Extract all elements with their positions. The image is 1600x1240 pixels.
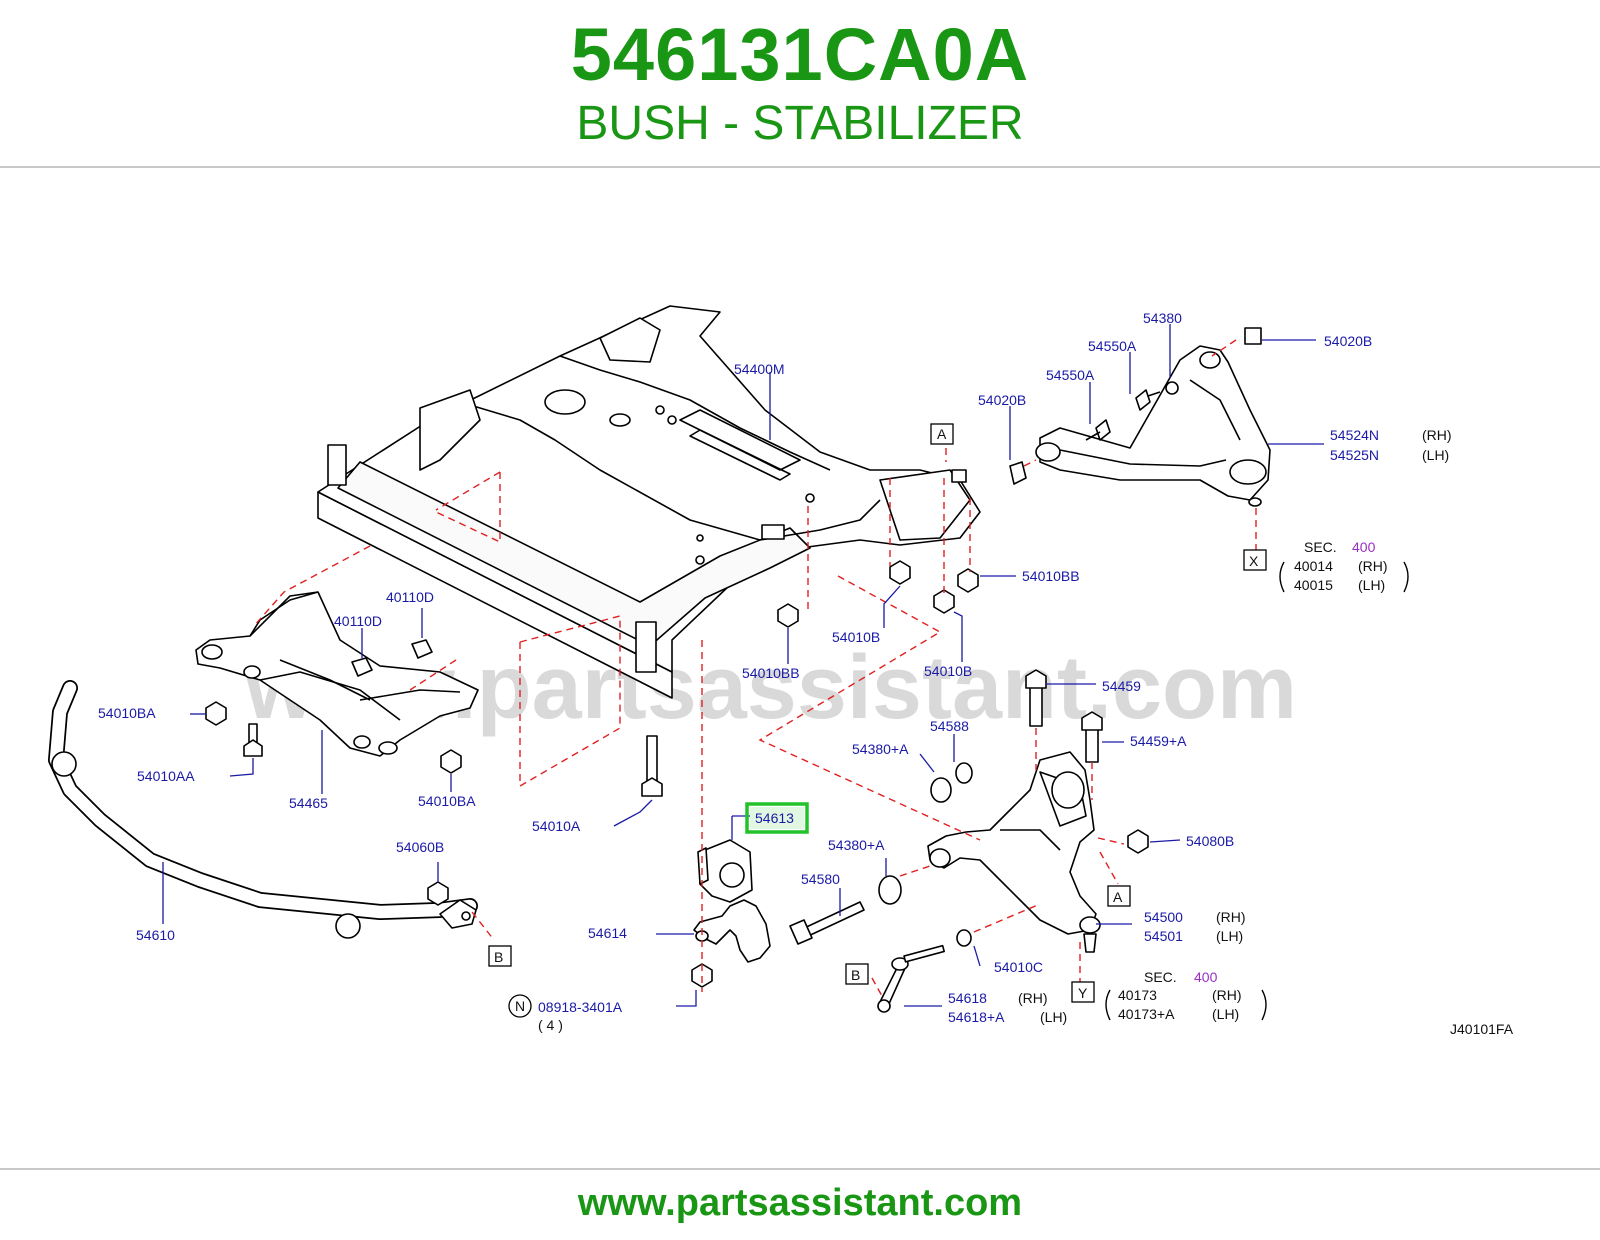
label-54500[interactable]: 54500 bbox=[1144, 909, 1183, 925]
label-40110D-1[interactable]: 40110D bbox=[386, 589, 434, 605]
label-sec-x-p1: 40014 bbox=[1294, 558, 1333, 574]
ref-box-a-bottom bbox=[1107, 885, 1131, 907]
label-54618A[interactable]: 54618+A bbox=[948, 1009, 1005, 1025]
label-sec-x-p2: 40015 bbox=[1294, 577, 1333, 593]
label-54524N-side: (RH) bbox=[1422, 427, 1452, 443]
label-sec-y-p2-side: (LH) bbox=[1212, 1006, 1239, 1022]
highlight-box bbox=[745, 802, 809, 834]
label-sec-x-title: SEC. bbox=[1304, 539, 1337, 555]
sec-x-bracket-right bbox=[1403, 561, 1409, 593]
ref-box-b-left bbox=[488, 945, 512, 967]
subframe-drawing bbox=[317, 305, 981, 699]
leader-lines bbox=[162, 324, 1324, 1007]
label-54500-side: (RH) bbox=[1216, 909, 1246, 925]
parts-diagram-svg: www.partsassistant.com bbox=[48, 305, 1514, 1037]
label-54010BA-1[interactable]: 54010BA bbox=[98, 705, 156, 721]
ref-box-x bbox=[1243, 549, 1267, 571]
label-54618-side: (RH) bbox=[1018, 990, 1048, 1006]
label-54550A-1[interactable]: 54550A bbox=[1088, 338, 1137, 354]
label-54080B[interactable]: 54080B bbox=[1186, 833, 1234, 849]
label-54614[interactable]: 54614 bbox=[588, 925, 627, 941]
part-number-title: 546131CA0A bbox=[570, 13, 1030, 96]
parts-diagram: www.partsassistant.com bbox=[0, 170, 1600, 1168]
highlight-fill bbox=[750, 807, 804, 829]
label-54380A-2[interactable]: 54380+A bbox=[828, 837, 885, 853]
label-sec-y-num[interactable]: 400 bbox=[1194, 969, 1218, 985]
label-sec-x-p1-side: (RH) bbox=[1358, 558, 1388, 574]
n-symbol-circle bbox=[508, 994, 532, 1018]
diagram-code: J40101FA bbox=[1450, 1021, 1514, 1037]
label-54020B-1[interactable]: 54020B bbox=[978, 392, 1026, 408]
ref-box-y bbox=[1071, 981, 1095, 1003]
label-40110D-2[interactable]: 40110D bbox=[334, 613, 382, 629]
ref-box-b-right bbox=[845, 963, 869, 985]
label-54525N-side: (LH) bbox=[1422, 447, 1449, 463]
label-sec-y-p1: 40173 bbox=[1118, 987, 1157, 1003]
label-54459A[interactable]: 54459+A bbox=[1130, 733, 1187, 749]
label-ref-b-right: B bbox=[851, 967, 860, 983]
ref-box-a-top bbox=[930, 423, 954, 445]
label-ref-b-left: B bbox=[494, 949, 503, 965]
sec-x-bracket-left bbox=[1279, 561, 1285, 593]
label-n-symbol: N bbox=[515, 998, 525, 1014]
front-member-drawing bbox=[195, 591, 479, 757]
label-54010B-1[interactable]: 54010B bbox=[832, 629, 880, 645]
stabilizer-bar-drawing bbox=[48, 680, 478, 939]
label-54588[interactable]: 54588 bbox=[930, 718, 969, 734]
label-54501-side: (LH) bbox=[1216, 928, 1243, 944]
bottom-divider bbox=[0, 1168, 1600, 1170]
label-54550A-2[interactable]: 54550A bbox=[1046, 367, 1095, 383]
label-54380A-1[interactable]: 54380+A bbox=[852, 741, 909, 757]
label-54380[interactable]: 54380 bbox=[1143, 310, 1182, 326]
part-name-subtitle: BUSH - STABILIZER bbox=[576, 97, 1024, 150]
label-ref-x: X bbox=[1249, 553, 1259, 569]
label-54010A[interactable]: 54010A bbox=[532, 818, 581, 834]
label-54618[interactable]: 54618 bbox=[948, 990, 987, 1006]
upper-arm-drawing bbox=[1009, 327, 1271, 507]
label-54020B-2[interactable]: 54020B bbox=[1324, 333, 1372, 349]
bush-bracket-drawing bbox=[693, 839, 771, 963]
label-54525N[interactable]: 54525N bbox=[1330, 447, 1379, 463]
label-54400M[interactable]: 54400M bbox=[734, 361, 785, 377]
label-54060B[interactable]: 54060B bbox=[396, 839, 444, 855]
top-divider bbox=[0, 166, 1600, 168]
assembly-dashed-lines bbox=[253, 339, 1257, 997]
label-54010C[interactable]: 54010C bbox=[994, 959, 1043, 975]
part-labels: 54400M 54380 54550A 54550A 54020B 54020B… bbox=[98, 310, 1514, 1037]
label-ref-a-bottom: A bbox=[1113, 889, 1123, 905]
label-54610[interactable]: 54610 bbox=[136, 927, 175, 943]
label-sec-y-p2: 40173+A bbox=[1118, 1006, 1175, 1022]
label-sec-y-title: SEC. bbox=[1144, 969, 1177, 985]
label-54465[interactable]: 54465 bbox=[289, 795, 328, 811]
label-ref-y: Y bbox=[1078, 985, 1088, 1001]
label-08918-3401A[interactable]: 08918-3401A bbox=[538, 999, 623, 1015]
sec-y-bracket-right bbox=[1261, 989, 1267, 1021]
label-ref-a-top: A bbox=[937, 426, 947, 442]
footer-website[interactable]: www.partsassistant.com bbox=[577, 1182, 1023, 1224]
sec-y-bracket-left bbox=[1105, 989, 1111, 1021]
label-sec-x-num[interactable]: 400 bbox=[1352, 539, 1376, 555]
label-08918-qty: ( 4 ) bbox=[538, 1017, 563, 1033]
header: 546131CA0A BUSH - STABILIZER bbox=[0, 0, 1600, 168]
label-54010AA[interactable]: 54010AA bbox=[137, 768, 195, 784]
label-sec-x-p2-side: (LH) bbox=[1358, 577, 1385, 593]
label-54524N[interactable]: 54524N bbox=[1330, 427, 1379, 443]
label-54580[interactable]: 54580 bbox=[801, 871, 840, 887]
label-54459[interactable]: 54459 bbox=[1102, 678, 1141, 694]
label-54613[interactable]: 54613 bbox=[755, 810, 794, 826]
label-54010BB-1[interactable]: 54010BB bbox=[1022, 568, 1080, 584]
label-54618A-side: (LH) bbox=[1040, 1009, 1067, 1025]
label-54010BB-2[interactable]: 54010BB bbox=[742, 665, 800, 681]
label-54501[interactable]: 54501 bbox=[1144, 928, 1183, 944]
label-54010BA-2[interactable]: 54010BA bbox=[418, 793, 476, 809]
small-parts-drawing bbox=[205, 560, 1149, 1013]
label-sec-y-p1-side: (RH) bbox=[1212, 987, 1242, 1003]
knuckle-drawing bbox=[927, 751, 1101, 953]
label-54010B-2[interactable]: 54010B bbox=[924, 663, 972, 679]
